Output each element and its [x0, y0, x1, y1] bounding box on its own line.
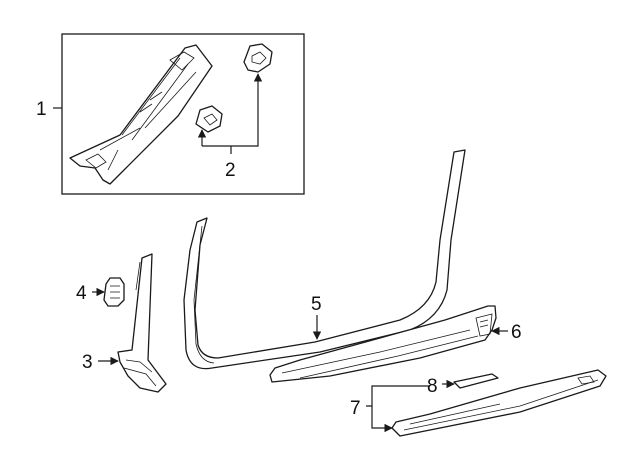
leader-line-7-top: [366, 385, 430, 407]
clip-part-small: [103, 277, 125, 307]
callout-5: 5: [311, 294, 322, 315]
emblem-strip-part: [453, 373, 499, 389]
inset-box: [61, 33, 305, 195]
lower-pillar-trim-part: [117, 253, 167, 393]
callout-1: 1: [36, 99, 47, 120]
callout-4: 4: [76, 283, 87, 304]
callout-8: 8: [427, 376, 438, 397]
callout-6: 6: [511, 322, 522, 343]
callout-3: 3: [82, 352, 93, 373]
callout-2: 2: [225, 160, 236, 181]
leader-line-2b: [202, 73, 263, 147]
clip-part-lower: [195, 105, 223, 133]
sill-plate-part: [391, 369, 607, 437]
leader-line-7-bottom: [371, 406, 393, 433]
clip-part-upper: [243, 43, 273, 73]
callout-7: 7: [350, 398, 361, 419]
pillar-trim-part: [69, 44, 213, 185]
scuff-plate-part: [269, 305, 497, 383]
weatherstrip-part: [183, 149, 466, 370]
